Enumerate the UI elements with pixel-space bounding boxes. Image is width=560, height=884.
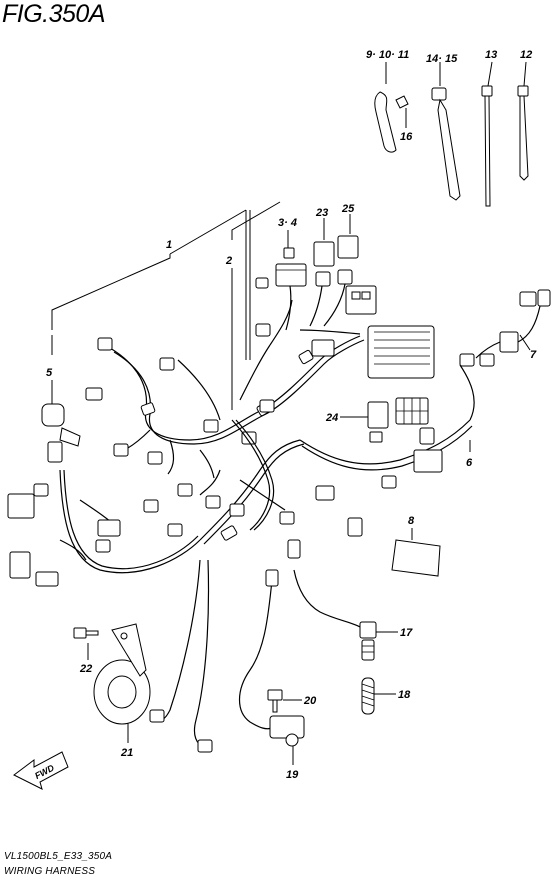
callout-5: 5 — [46, 367, 53, 379]
fwd-arrow-icon — [13, 751, 69, 790]
callout-3-4: 3· 4 — [278, 217, 297, 229]
callout-16: 16 — [400, 131, 413, 143]
callout-24: 24 — [325, 412, 338, 424]
callout-13: 13 — [485, 49, 497, 61]
sensor-17 — [287, 539, 377, 661]
callout-20: 20 — [303, 695, 317, 707]
relay-and-fuse-parts — [255, 235, 359, 357]
horn-21 — [93, 623, 213, 753]
callout-8: 8 — [408, 515, 415, 527]
callout-9-10-11: 9· 10· 11 — [366, 49, 409, 61]
callout-14-15: 14· 15 — [426, 53, 458, 65]
callout-6: 6 — [466, 457, 473, 469]
tie-12 — [517, 85, 529, 181]
bolt-22 — [73, 627, 99, 639]
callout-1: 1 — [166, 239, 172, 251]
callout-23: 23 — [315, 207, 328, 219]
sub-harness — [231, 419, 275, 531]
tie-14-15 — [431, 87, 461, 201]
callout-17: 17 — [400, 627, 413, 639]
relay-24 — [367, 401, 389, 443]
callout-7: 7 — [530, 349, 537, 361]
section-name: WIRING HARNESS — [4, 866, 96, 877]
figure-title: FIG.350A — [2, 0, 106, 28]
callout-2: 2 — [225, 255, 232, 267]
clamp-9-11 — [374, 91, 397, 153]
callout-21: 21 — [120, 747, 133, 759]
callout-25: 25 — [341, 203, 355, 215]
switch-19 — [238, 569, 305, 747]
bolt-20 — [267, 689, 283, 713]
tie-13 — [481, 85, 493, 207]
pad-8 — [391, 539, 441, 577]
screw-16 — [395, 95, 409, 109]
callout-22: 22 — [79, 663, 92, 675]
spring-18 — [361, 677, 375, 715]
callout-18: 18 — [398, 689, 411, 701]
callout-19: 19 — [286, 769, 299, 781]
callout-12: 12 — [520, 49, 532, 61]
harness-connectors — [7, 285, 551, 587]
boot-5 — [41, 403, 81, 447]
leader-lines — [51, 61, 531, 765]
model-code: VL1500BL5_E33_350A — [4, 851, 113, 862]
